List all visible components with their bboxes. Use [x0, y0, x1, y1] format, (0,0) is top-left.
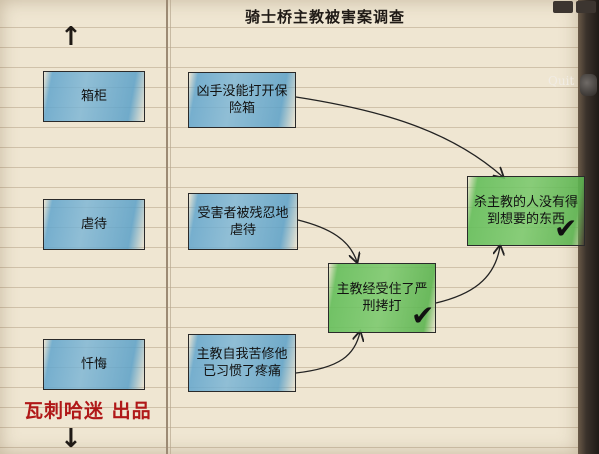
- keyword-card-confession[interactable]: 忏悔: [43, 339, 145, 390]
- top-button-right[interactable]: [576, 1, 596, 13]
- deduction-text: 杀主教的人没有得到想要的东西: [474, 195, 579, 227]
- link-penance-to-middle: [295, 332, 360, 374]
- margin-line-secondary: [170, 0, 171, 454]
- check-mark-icon: ✔: [411, 299, 435, 332]
- deduction-links: [295, 96, 578, 374]
- keyword-label: 箱柜: [80, 89, 107, 104]
- keyword-card-abuse[interactable]: 虐待: [43, 199, 145, 250]
- quit-button[interactable]: Quit: [548, 74, 575, 88]
- keyword-label: 虐待: [80, 217, 107, 232]
- link-middle-to-final: [435, 246, 500, 304]
- keyword-card-cabinet[interactable]: 箱柜: [43, 71, 145, 122]
- notebook-edge: [578, 0, 599, 454]
- keyword-label: 忏悔: [80, 357, 107, 372]
- clue-text: 受害者被残忍地虐待: [197, 205, 289, 238]
- quit-knob-icon[interactable]: [580, 74, 597, 96]
- clue-card-torture[interactable]: 受害者被残忍地虐待: [188, 193, 298, 250]
- link-safe-to-final: [295, 96, 503, 177]
- deduction-card-final[interactable]: 杀主教的人没有得到想要的东西: [467, 176, 585, 246]
- clue-text: 凶手没能打开保险箱: [196, 84, 288, 116]
- deduction-text: 主教经受住了严刑拷打: [336, 282, 428, 314]
- clue-text: 主教自我苦修他已习惯了疼痛: [196, 347, 288, 379]
- scroll-up-arrow-icon[interactable]: ↑: [60, 22, 82, 52]
- credit-text: 瓦刺哈迷 出品: [24, 400, 152, 422]
- page-title: 骑士桥主教被害案调查: [244, 8, 405, 26]
- top-button-left[interactable]: [553, 1, 573, 13]
- margin-line: [166, 0, 168, 454]
- clue-card-penance[interactable]: 主教自我苦修他已习惯了疼痛: [188, 334, 296, 392]
- scroll-down-arrow-icon[interactable]: ↓: [60, 424, 82, 454]
- clue-card-safe[interactable]: 凶手没能打开保险箱: [188, 72, 296, 128]
- link-torture-to-middle: [297, 219, 357, 262]
- check-mark-icon: ✔: [554, 212, 578, 245]
- deduction-card-endured[interactable]: 主教经受住了严刑拷打: [328, 263, 436, 333]
